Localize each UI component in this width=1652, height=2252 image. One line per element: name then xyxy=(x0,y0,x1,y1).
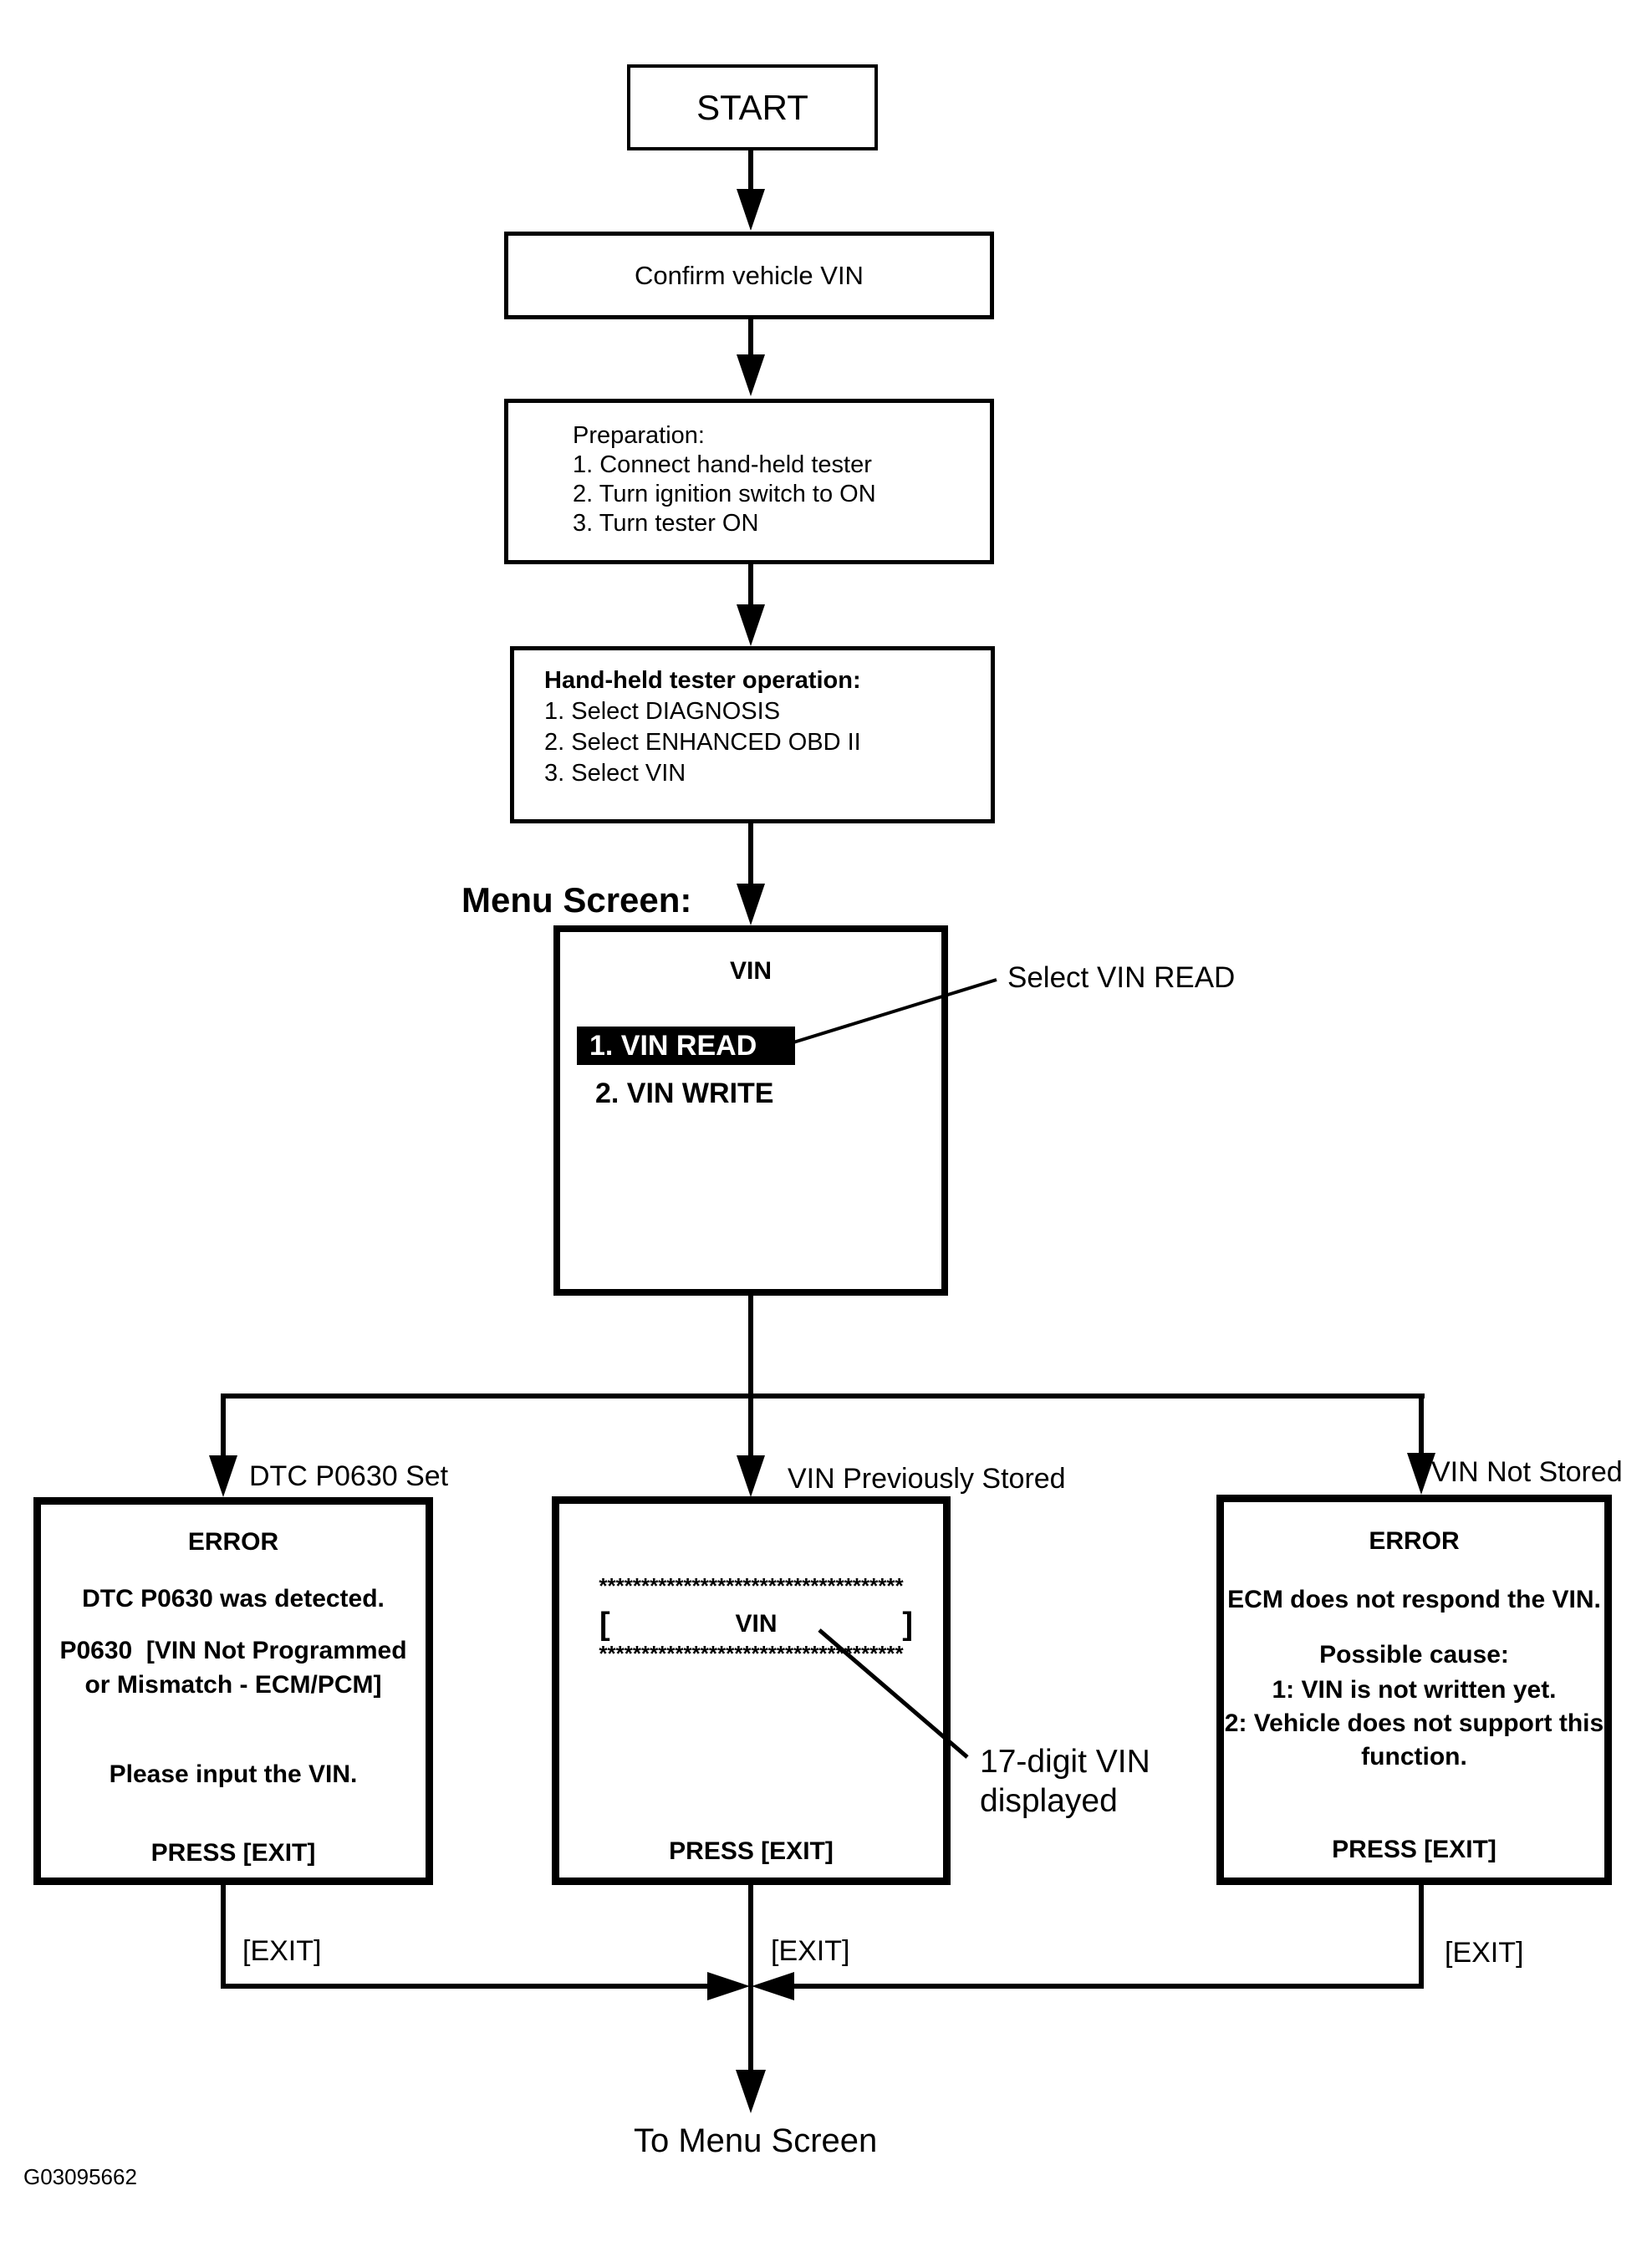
flow-line-2 xyxy=(748,319,753,359)
menu-item-vin-read: 1. VIN READ xyxy=(577,1027,795,1065)
arrowhead-down-4-icon xyxy=(737,884,765,925)
start-label: START xyxy=(696,87,808,127)
start-node: START xyxy=(627,64,878,150)
exit-line-right-vertical xyxy=(1419,1883,1424,1987)
flow-line-4 xyxy=(748,823,753,887)
tester-operation-step-1: 1. Select DIAGNOSIS xyxy=(544,698,781,725)
preparation-node: Preparation: 1. Connect hand-held tester… xyxy=(504,399,994,564)
ecm-error-title: ERROR xyxy=(1369,1527,1460,1555)
ecm-error-line-3: 1: VIN is not written yet. xyxy=(1272,1676,1557,1704)
vin-bracket-open: [ xyxy=(599,1606,610,1642)
tester-operation-step-2: 2. Select ENHANCED OBD II xyxy=(544,729,861,756)
exit-label-left: [EXIT] xyxy=(242,1935,322,1967)
menu-screen-node: VIN 1. VIN READ 2. VIN WRITE xyxy=(553,925,948,1296)
menu-screen-heading: Menu Screen: xyxy=(461,880,692,920)
branch-label-dtc-set: DTC P0630 Set xyxy=(249,1460,449,1492)
dtc-error-screen: ERROR DTC P0630 was detected. P0630 [VIN… xyxy=(33,1497,433,1885)
tester-operation-title: Hand-held tester operation: xyxy=(544,667,861,694)
menu-item-vin-write: 2. VIN WRITE xyxy=(595,1078,774,1109)
menu-title: VIN xyxy=(729,957,772,985)
vin-bracket-close: ] xyxy=(902,1606,913,1642)
flow-line-3 xyxy=(748,564,753,608)
dtc-error-line-2: P0630 [VIN Not Programmed xyxy=(59,1637,407,1664)
menu-item-vin-read-label: 1. VIN READ xyxy=(589,1029,757,1062)
dtc-error-line-1: DTC P0630 was detected. xyxy=(82,1585,385,1613)
exit-label-middle: [EXIT] xyxy=(771,1935,850,1967)
tester-operation-step-3: 3. Select VIN xyxy=(544,760,686,787)
branch-label-vin-stored: VIN Previously Stored xyxy=(788,1463,1066,1495)
confirm-vin-label: Confirm vehicle VIN xyxy=(635,260,864,290)
arrowhead-down-2-icon xyxy=(737,354,765,396)
arrowhead-down-3-icon xyxy=(737,604,765,646)
vin-digits-callout-line-2: displayed xyxy=(980,1783,1118,1819)
branch-drop-left-line xyxy=(221,1393,226,1459)
exit-line-left-horizontal xyxy=(221,1984,709,1989)
figure-code: G03095662 xyxy=(23,2164,137,2189)
exit-line-left-vertical xyxy=(221,1883,226,1987)
branch-stem-line xyxy=(748,1296,753,1396)
to-menu-screen-label: To Menu Screen xyxy=(634,2122,878,2159)
preparation-step-2: 2. Turn ignition switch to ON xyxy=(573,481,876,507)
flow-line-1 xyxy=(748,150,753,194)
preparation-step-3: 3. Turn tester ON xyxy=(573,510,759,537)
vin-display-screen: ************************************ [ V… xyxy=(552,1496,951,1885)
select-vin-read-callout: Select VIN READ xyxy=(1007,961,1236,994)
ecm-error-screen: ERROR ECM does not respond the VIN. Poss… xyxy=(1216,1495,1612,1885)
ecm-error-line-4: 2: Vehicle does not support this xyxy=(1224,1709,1604,1737)
dtc-error-line-4: Please input the VIN. xyxy=(109,1760,358,1788)
arrowhead-left-junction-icon xyxy=(752,1972,794,2000)
arrowhead-down-right-icon xyxy=(1407,1453,1435,1495)
preparation-title: Preparation: xyxy=(573,422,705,449)
arrowhead-down-middle-icon xyxy=(737,1455,765,1497)
ecm-error-footer: PRESS [EXIT] xyxy=(1332,1836,1496,1863)
vin-display-stars-bottom: ************************************ xyxy=(599,1641,904,1666)
vin-bracket-row: [ VIN ] xyxy=(599,1604,913,1644)
confirm-vin-node: Confirm vehicle VIN xyxy=(504,232,994,319)
tester-operation-node: Hand-held tester operation: 1. Select DI… xyxy=(510,646,995,823)
dtc-error-footer: PRESS [EXIT] xyxy=(150,1839,316,1867)
branch-drop-right-line xyxy=(1419,1393,1424,1456)
arrowhead-down-1-icon xyxy=(737,189,765,231)
vin-display-label: VIN xyxy=(735,1610,778,1638)
exit-line-middle-vertical xyxy=(748,1883,753,2071)
dtc-error-line-3: or Mismatch - ECM/PCM] xyxy=(84,1671,382,1699)
branch-bar-line xyxy=(221,1393,1425,1399)
exit-label-right: [EXIT] xyxy=(1445,1937,1524,1969)
ecm-error-line-5: function. xyxy=(1361,1743,1467,1771)
vin-display-stars-top: ************************************ xyxy=(599,1573,904,1598)
arrowhead-right-junction-icon xyxy=(707,1972,750,2000)
arrowhead-down-left-icon xyxy=(209,1455,237,1497)
ecm-error-line-2: Possible cause: xyxy=(1319,1641,1509,1669)
ecm-error-line-1: ECM does not respond the VIN. xyxy=(1227,1586,1601,1613)
exit-line-right-horizontal xyxy=(794,1984,1424,1989)
branch-label-vin-not-stored: VIN Not Stored xyxy=(1431,1456,1623,1488)
vin-display-footer: PRESS [EXIT] xyxy=(669,1837,834,1865)
dtc-error-title: ERROR xyxy=(187,1528,279,1556)
preparation-step-1: 1. Connect hand-held tester xyxy=(573,451,872,478)
branch-drop-middle-line xyxy=(748,1393,753,1459)
arrowhead-down-final-icon xyxy=(736,2070,766,2113)
vin-digits-callout-line-1: 17-digit VIN xyxy=(980,1744,1150,1780)
